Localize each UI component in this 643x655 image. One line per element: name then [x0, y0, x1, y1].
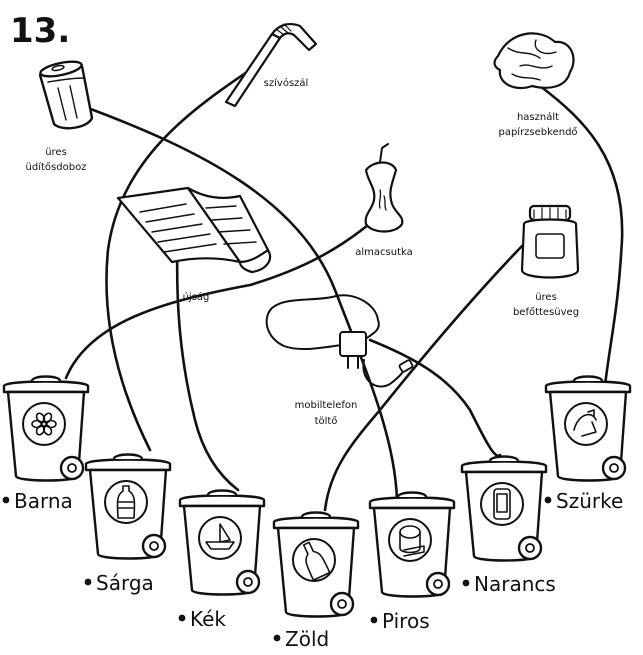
item-can: üres üdítősdoboz: [26, 59, 92, 173]
bin-icon: [274, 513, 358, 617]
item-jar: üres befőttesüveg: [513, 206, 579, 318]
item-charger: mobiltelefon töltő: [267, 295, 414, 427]
bin-label: Barna: [14, 489, 73, 513]
bin-icon: [546, 377, 630, 481]
bin-label: Sárga: [96, 571, 154, 595]
item-label-line: befőttesüveg: [513, 306, 579, 318]
bin-label-bullet: [274, 635, 281, 642]
bin-label: Piros: [382, 609, 430, 633]
item-label-line: töltő: [315, 415, 338, 427]
bin-kék[interactable]: [180, 491, 264, 595]
bin-barna[interactable]: [4, 377, 88, 481]
item-label-line: szívószál: [264, 77, 309, 89]
item-label-line: mobiltelefon: [295, 400, 358, 411]
exercise-number: 13.: [10, 11, 70, 51]
glass-jar-icon: [522, 206, 578, 278]
bin-label-bullet: [545, 497, 552, 504]
item-label-line: üres: [45, 147, 67, 158]
item-label-line: almacsutka: [355, 247, 413, 258]
item-straw: szívószál: [226, 24, 316, 106]
bin-zöld[interactable]: [274, 513, 358, 617]
bin-szürke[interactable]: [546, 377, 630, 481]
bin-icon: [180, 491, 264, 595]
bin-label-bullet: [371, 617, 378, 624]
bin-label-bullet: [179, 615, 186, 622]
soda-can-icon: [39, 59, 92, 128]
item-label-line: papírzsebkendő: [498, 126, 577, 138]
bin-symbol-circle: [565, 403, 607, 445]
bin-piros[interactable]: [370, 493, 454, 597]
connection-can-piros[interactable]: [88, 108, 397, 500]
straw-icon: [226, 24, 316, 106]
bin-label: Zöld: [285, 627, 329, 651]
bin-label-bullet: [463, 580, 470, 587]
bin-symbol-circle: [23, 403, 65, 445]
bin-label: Kék: [190, 607, 226, 631]
bin-label-bullet: [85, 579, 92, 586]
item-label-line: használt: [517, 111, 559, 123]
connection-newspaper-kek[interactable]: [177, 232, 238, 490]
item-tissue: használt papírzsebkendő: [495, 33, 578, 138]
used-tissue-icon: [495, 33, 574, 88]
bin-label-bullet: [3, 497, 10, 504]
bin-label: Szürke: [556, 489, 623, 513]
item-label-line: üres: [535, 292, 557, 303]
bin-label: Narancs: [474, 572, 556, 596]
bin-icon: [462, 457, 546, 561]
apple-core-icon: [366, 144, 403, 232]
item-label-line: üdítősdoboz: [26, 161, 87, 173]
bin-sárga[interactable]: [86, 455, 170, 559]
item-apple: almacsutka: [355, 144, 413, 258]
bin-icon: [4, 377, 88, 481]
bin-narancs[interactable]: [462, 457, 546, 561]
phone-charger-icon: [267, 295, 414, 386]
newspaper-icon: [118, 188, 270, 272]
item-label-line: újság: [183, 291, 210, 303]
bin-icon: [370, 493, 454, 597]
bin-icon: [86, 455, 170, 559]
bin-symbol-circle: [293, 539, 335, 581]
